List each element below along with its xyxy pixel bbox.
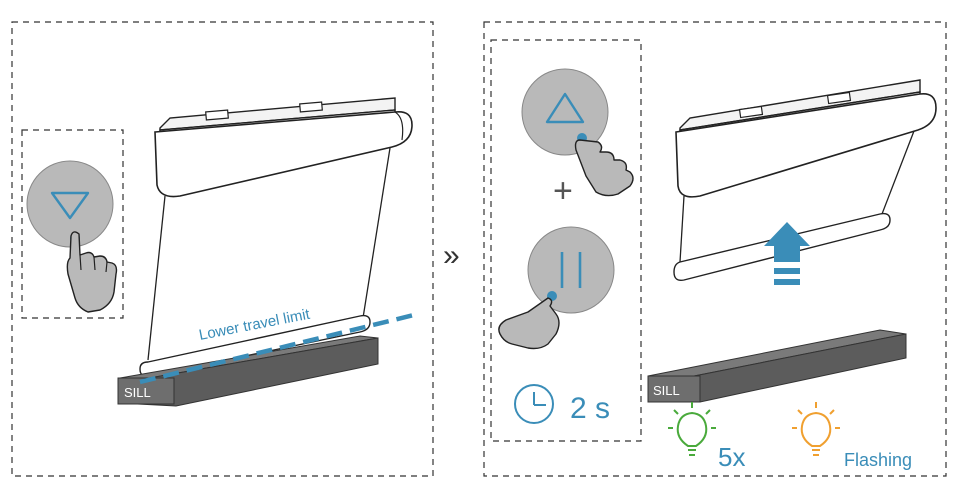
lightbulb-icon-green	[668, 402, 716, 456]
blind-housing	[154, 97, 413, 198]
green-flash-count: 5x	[718, 442, 745, 472]
down-arrow-icon	[50, 191, 90, 220]
hand-pointer-icon-pause	[498, 297, 560, 350]
left-panel-frame	[11, 21, 434, 477]
sill-right	[647, 329, 907, 403]
hand-pointer-icon-up	[574, 139, 634, 197]
plus-sign: +	[553, 172, 573, 210]
up-button[interactable]	[521, 68, 609, 156]
step-separator: »	[443, 239, 460, 272]
raise-arrow-icon	[764, 222, 810, 285]
down-button[interactable]	[26, 160, 114, 248]
blind-housing-right	[675, 79, 937, 198]
bottom-rail	[139, 314, 371, 378]
clock-icon	[514, 384, 554, 424]
right-panel-frame	[483, 21, 947, 477]
pause-icon	[560, 252, 582, 288]
hand-pointer-icon	[66, 231, 118, 313]
sill-label-left: SILL	[124, 385, 151, 400]
hold-time: 2 s	[570, 392, 610, 425]
lightbulb-icon-orange	[792, 402, 840, 456]
sill-label-right: SILL	[653, 383, 680, 398]
up-arrow-icon	[545, 92, 585, 124]
orange-flash-label: Flashing	[844, 450, 912, 470]
pause-button[interactable]	[527, 226, 615, 314]
left-button-frame	[21, 129, 124, 319]
